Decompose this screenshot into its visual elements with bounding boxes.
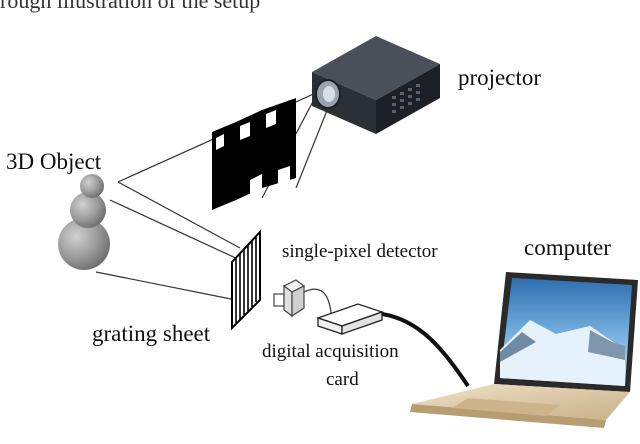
caption-top: rough illustration of the setup bbox=[0, 0, 261, 13]
object-label: 3D Object bbox=[6, 149, 102, 174]
projector-label: projector bbox=[458, 65, 542, 90]
grating-label: grating sheet bbox=[92, 321, 211, 346]
acquisition-card-icon bbox=[315, 303, 385, 335]
acquisition-label-line2: card bbox=[326, 369, 359, 390]
projector-icon bbox=[312, 36, 440, 134]
detector-cable bbox=[303, 288, 333, 319]
computer-label: computer bbox=[524, 235, 611, 260]
acquisition-label-line1: digital acquisition bbox=[262, 341, 399, 362]
pattern-panels bbox=[212, 98, 296, 210]
laptop-computer-icon bbox=[410, 272, 638, 428]
snowman-object-icon bbox=[58, 174, 110, 270]
usb-cable bbox=[381, 312, 470, 388]
detector-icon bbox=[273, 279, 306, 318]
grating-sheet-icon bbox=[231, 229, 261, 331]
detector-label: single-pixel detector bbox=[282, 241, 438, 262]
